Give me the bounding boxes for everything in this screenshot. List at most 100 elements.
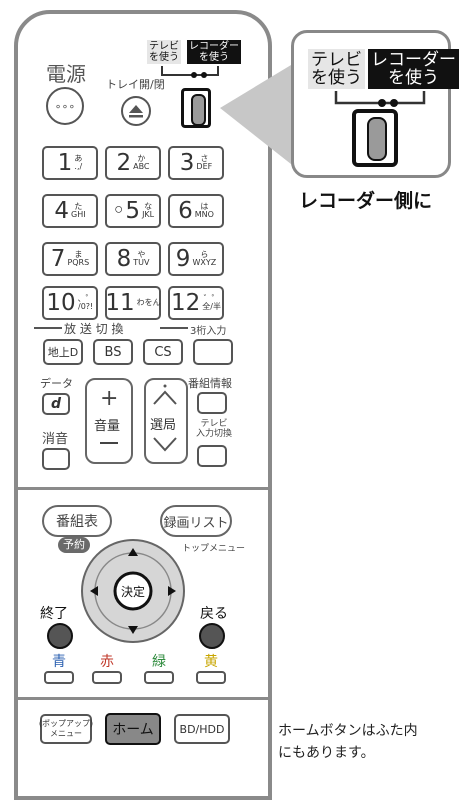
color-button-0[interactable]	[44, 671, 74, 684]
eject-icon	[129, 105, 143, 118]
channel-rocker[interactable]: 選局	[144, 378, 188, 464]
number-button-12[interactable]: 12゛゜ 全/半	[168, 286, 224, 320]
data-label: データ	[40, 377, 73, 390]
number-kana: た GHI	[71, 201, 86, 219]
number-digit: 2	[116, 149, 132, 176]
volume-down-icon	[100, 442, 118, 444]
number-digit: 1	[57, 149, 73, 176]
home-button[interactable]: ホーム	[105, 713, 161, 745]
color-button-1[interactable]	[92, 671, 122, 684]
terrestrial-label: 地上D	[47, 346, 79, 359]
tv-input-label: テレビ 入力切換	[196, 419, 233, 439]
number-kana: ゛゜ 全/半	[202, 293, 221, 311]
mute-label: 消音	[42, 432, 69, 447]
channel-arrows-icon	[153, 384, 177, 452]
number-kana: ら WXYZ	[192, 249, 217, 267]
broadcast-label: 放 送 切 換	[64, 322, 124, 336]
guide-info-button[interactable]	[197, 392, 227, 414]
volume-rocker[interactable]: + 音量	[85, 378, 133, 464]
callout-recorder-label: レコーダー を使う	[368, 49, 459, 89]
number-digit: 9	[175, 245, 191, 272]
mode-switch[interactable]	[181, 88, 211, 128]
number-digit: 10	[46, 289, 76, 316]
number-kana: は MNO	[194, 201, 214, 219]
number-kana: や TUV	[133, 249, 150, 267]
switch-recorder-label: レコーダー を使う	[187, 40, 241, 64]
program-guide-button[interactable]: 番組表	[42, 505, 112, 537]
three-digit-label: 3桁入力	[190, 326, 227, 337]
program-guide-label: 番組表	[56, 514, 98, 530]
dpad[interactable]	[80, 538, 186, 644]
exit-label: 終了	[40, 606, 68, 622]
broadcast-divider	[34, 327, 188, 329]
bd-hdd-label: BD/HDD	[179, 722, 225, 736]
reserve-badge: 予約	[58, 537, 90, 553]
number-digit: 7	[50, 245, 66, 272]
footnote-line2: にもあります。	[278, 745, 375, 761]
callout-switch	[352, 109, 398, 167]
power-button-glyph: ∘∘∘	[54, 99, 76, 113]
section-divider	[18, 487, 268, 490]
callout-indicator-line	[334, 91, 426, 107]
top-menu-label: トップメニュー	[182, 544, 246, 554]
bs-button[interactable]: BS	[93, 339, 133, 365]
color-button-2[interactable]	[144, 671, 174, 684]
footnote-line1: ホームボタンはふた内	[278, 723, 418, 739]
bs-label: BS	[104, 344, 122, 360]
number-digit: 12	[171, 289, 201, 316]
popup-menu-label: (ポップアップ) メニュー	[38, 719, 94, 738]
switch-indicator-line	[161, 66, 219, 78]
home-label: ホーム	[112, 722, 154, 738]
switch-tv-label: テレビ を使う	[147, 40, 181, 64]
number-kana: わをん	[136, 297, 161, 307]
three-digit-button[interactable]	[193, 339, 233, 365]
terrestrial-button[interactable]: 地上D	[43, 339, 83, 365]
color-button-3[interactable]	[196, 671, 226, 684]
power-button[interactable]: ∘∘∘	[46, 87, 84, 125]
callout-wedge	[220, 62, 296, 168]
enter-label: 決定	[120, 585, 145, 599]
data-glyph: d	[50, 396, 62, 412]
callout-box: テレビ を使う レコーダー を使う	[291, 30, 459, 178]
cs-button[interactable]: CS	[143, 339, 183, 365]
recording-list-button[interactable]: 録画リスト	[160, 505, 232, 537]
color-label-1: 赤	[100, 654, 114, 670]
mute-button[interactable]	[42, 448, 70, 470]
power-label: 電源	[46, 62, 86, 86]
number-digit: 4	[54, 197, 70, 224]
number-kana: な JKL	[142, 201, 155, 219]
number-kana: ま PQRS	[67, 249, 90, 267]
number-digit: 3	[179, 149, 195, 176]
exit-button[interactable]	[47, 623, 73, 649]
number-digit: 6	[178, 197, 193, 224]
footnote: ホームボタンはふた内 にもあります。	[278, 720, 418, 764]
number-kana: 、゜ /0?!	[77, 293, 94, 311]
number-digit: ◦5	[111, 197, 141, 224]
back-button[interactable]	[199, 623, 225, 649]
callout-tv-label: テレビ を使う	[308, 49, 365, 89]
eject-button[interactable]	[121, 96, 151, 126]
color-label-2: 緑	[152, 654, 166, 670]
number-digit: 11	[105, 289, 135, 316]
number-button-10[interactable]: 10、゜ /0?!	[42, 286, 98, 320]
popup-menu-button[interactable]: (ポップアップ) メニュー	[38, 714, 94, 744]
bd-hdd-button[interactable]: BD/HDD	[174, 714, 230, 744]
volume-up-icon: +	[100, 386, 119, 411]
back-label: 戻る	[200, 606, 228, 622]
tv-input-button[interactable]	[197, 445, 227, 467]
number-digit: 8	[116, 245, 132, 272]
color-label-3: 黄	[204, 654, 218, 670]
data-button[interactable]: d	[42, 393, 70, 415]
number-kana: か ABC	[133, 153, 150, 171]
guide-info-label: 番組情報	[188, 377, 232, 390]
